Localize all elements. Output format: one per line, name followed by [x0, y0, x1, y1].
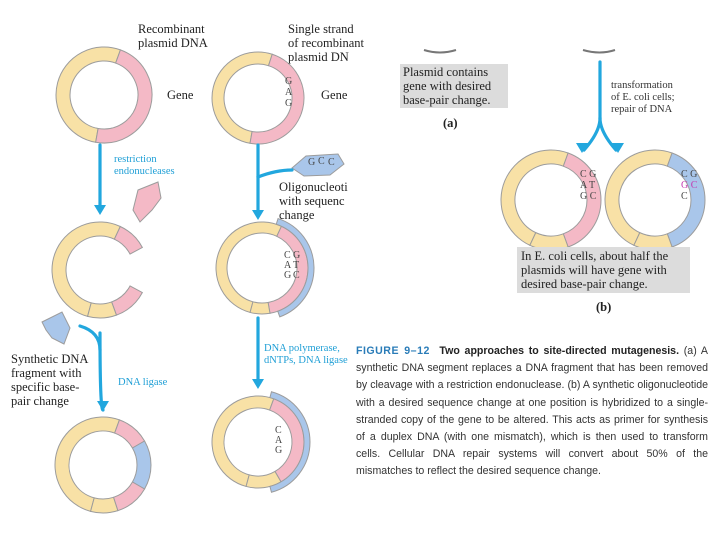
arrowhead-branch-left	[576, 143, 588, 153]
label-recombinant-plasmid: Recombinant plasmid DNA	[138, 22, 208, 50]
base-oligo-3: C	[328, 157, 335, 168]
plasmid-col2-mid-segment-2	[249, 301, 271, 315]
arrow-oligo-join	[256, 168, 294, 179]
arrowhead-dna-ligase	[97, 401, 109, 411]
base-mid-left-3: G	[284, 270, 292, 281]
arrowhead-restriction	[94, 205, 106, 215]
base-final-left-1: C	[275, 425, 282, 436]
plasmid-col2-top-segment-1	[249, 53, 305, 145]
base-oligo-2: C	[318, 156, 325, 167]
plasmid-col1-bottom-segment-3	[112, 481, 146, 512]
base-mid-left-1: C	[284, 250, 291, 261]
plasmid-col1-mid-segment-2	[110, 285, 144, 316]
plasmid-col2-bottom-segment-0	[211, 395, 275, 488]
panel-b-label: (b)	[596, 300, 612, 314]
base-right1-2: A T	[580, 180, 596, 191]
plasmid-col1-bottom-segment-0	[54, 416, 121, 512]
plasmid-col2-top-segment-0	[211, 51, 273, 144]
base-right2-2: G C	[681, 180, 698, 191]
label-gene-left: Gene	[167, 88, 194, 102]
label-restriction-endonucleases: restriction endonucleases	[114, 154, 175, 177]
label-oligonucleotide: Oligonucleoti with sequenc change	[279, 180, 348, 222]
label-dna-ligase: DNA ligase	[118, 377, 168, 388]
synthetic-dna-fragment	[41, 311, 71, 345]
plasmid-col1-bottom-segment-2	[131, 440, 152, 490]
base-right2-1: C G	[681, 169, 698, 180]
plasmid-col1-mid-segment-1	[113, 225, 144, 255]
label-gene-mid: Gene	[321, 88, 348, 102]
base-final-left-3: G	[275, 445, 283, 456]
base-mid-top-2: A	[285, 87, 293, 98]
caption-title: Two approaches to site-directed mutagene…	[439, 345, 680, 357]
ecoli-cells-box: In E. coli cells, about half the plasmid…	[517, 247, 690, 293]
plasmid-col2-bottom-new-strand	[269, 391, 311, 493]
label-single-strand: Single strand of recombinant plasmid DN	[288, 22, 365, 64]
arrowhead-dna-polymerase	[252, 379, 264, 389]
base-mid-right-1: G	[293, 250, 301, 261]
plasmid-col2-mid-new-strand	[275, 217, 315, 318]
label-synthetic-dna-fragment: Synthetic DNA fragment with specific bas…	[11, 352, 89, 408]
base-mid-top-3: G	[285, 98, 293, 109]
arrowhead-branch-right	[612, 143, 624, 153]
partial-plasmid-right	[582, 49, 616, 54]
partial-plasmid-left	[423, 49, 457, 54]
plasmid-product-mutant-segment-0	[500, 149, 569, 246]
base-final-left-2: A	[275, 435, 283, 446]
base-right2-3: C	[681, 191, 688, 202]
plasmid-contains-box: Plasmid contains gene with desired base-…	[400, 64, 508, 108]
base-mid-top-1: G	[285, 76, 293, 87]
base-oligo-1: G	[308, 157, 316, 168]
base-right1-1: C G	[580, 169, 597, 180]
base-mid-right-2: T	[293, 260, 300, 271]
plasmid-col1-top-segment-1	[95, 49, 153, 144]
caption-figure-number: FIGURE 9–12	[356, 345, 430, 357]
plasmid-col2-mid-segment-0	[215, 221, 283, 314]
label-dna-polymerase: DNA polymerase, dNTPs, DNA ligase	[264, 343, 348, 366]
label-plasmid-contains: Plasmid contains gene with desired base-…	[403, 65, 492, 107]
base-mid-right-3: C	[293, 270, 300, 281]
label-ecoli-cells: In E. coli cells, about half the plasmid…	[521, 249, 669, 291]
oligonucleotide-fragment	[291, 153, 345, 177]
label-transformation: transformation of E. coli cells; repair …	[611, 80, 675, 115]
caption-body: (a) A synthetic DNA segment replaces a D…	[356, 345, 708, 478]
excised-gene-fragment	[132, 181, 162, 223]
base-right1-3: G C	[580, 191, 597, 202]
arrowhead-single-strand	[252, 210, 264, 220]
base-mid-left-2: A	[284, 260, 292, 271]
plasmid-col1-mid-segment-3	[86, 301, 118, 319]
arrow-branch-right	[598, 116, 618, 152]
arrow-fragment-join	[78, 324, 102, 352]
plasmid-col1-bottom-segment-4	[89, 496, 119, 514]
plasmid-product-wildtype-segment-0	[604, 149, 673, 246]
figure-caption: FIGURE 9–12 Two approaches to site-direc…	[356, 343, 708, 481]
panel-a-label: (a)	[443, 116, 458, 130]
